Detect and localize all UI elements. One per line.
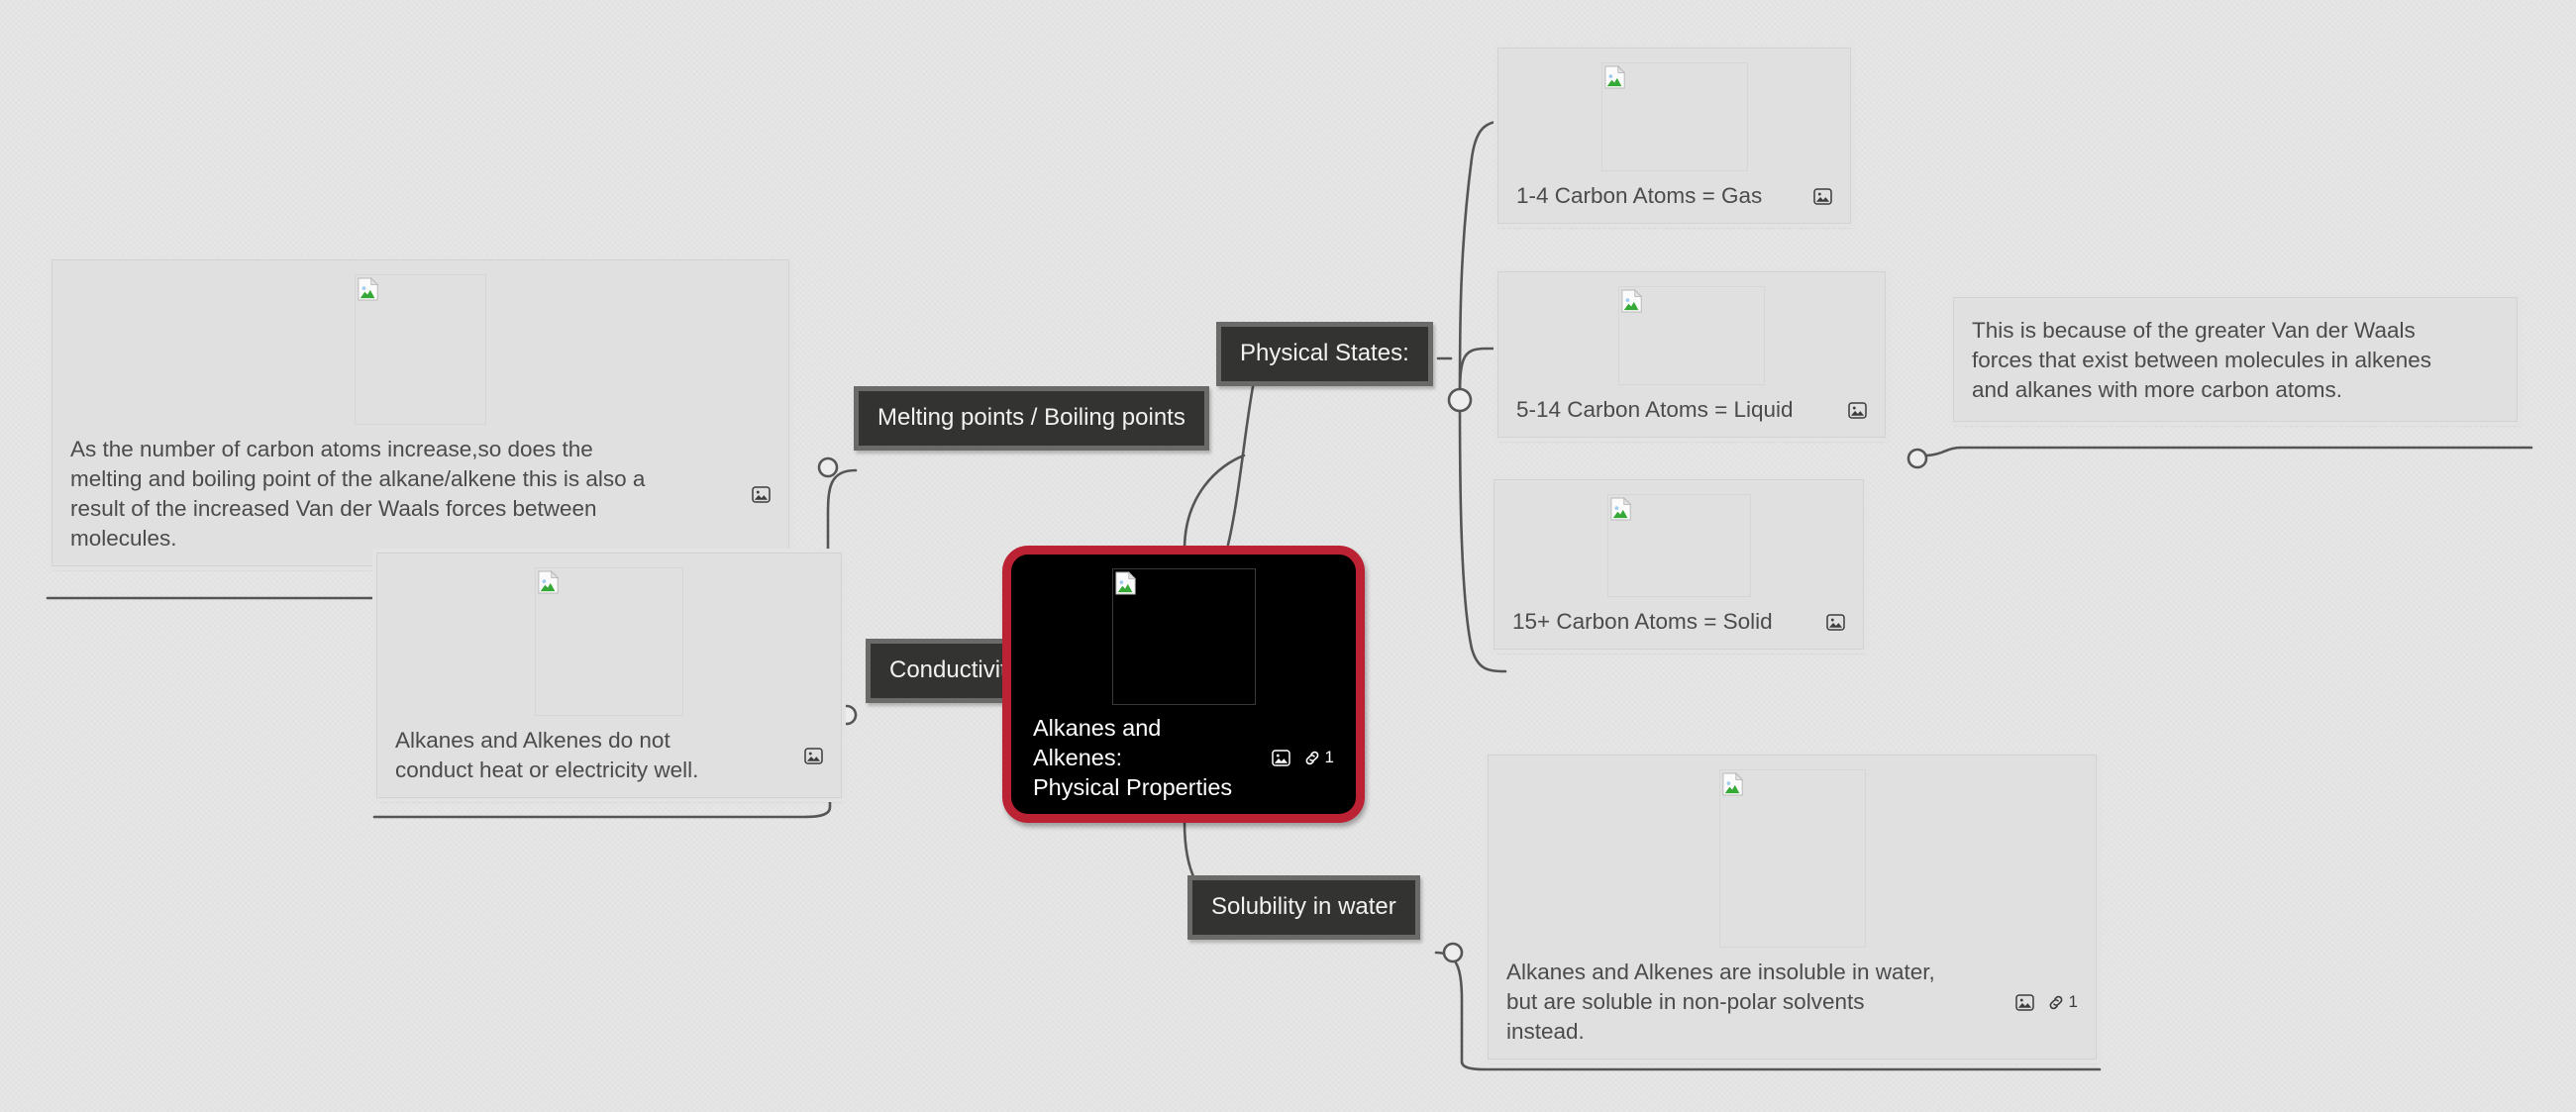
link-icon: [2049, 995, 2062, 1009]
root-content-row: Alkanes and Alkenes: Physical Properties…: [1033, 713, 1334, 802]
image-icon: [752, 485, 771, 503]
collapse-handle-vdw: [1906, 448, 1928, 469]
image-badge[interactable]: [2014, 993, 2034, 1011]
topic-solubility-in-water[interactable]: Solubility in water: [1187, 875, 1420, 940]
broken-image-placeholder: [1718, 769, 1866, 948]
broken-image-icon: [1721, 772, 1743, 796]
broken-image-icon: [1609, 497, 1631, 521]
root-badges: 1: [1271, 748, 1334, 767]
image-icon: [1813, 187, 1832, 205]
link-icon: [1305, 751, 1318, 764]
connector-root-states: [1226, 369, 1258, 547]
broken-image-placeholder: [355, 274, 486, 425]
image-badge[interactable]: [1848, 401, 1867, 419]
topic-label: Physical States:: [1240, 340, 1409, 366]
link-badge[interactable]: 1: [2047, 992, 2078, 1012]
image-icon: [1848, 401, 1867, 419]
image-badge[interactable]: [1826, 613, 1845, 631]
image-badge[interactable]: [1813, 187, 1832, 205]
card-content-row: 15+ Carbon Atoms = Solid: [1512, 607, 1845, 637]
link-count: 1: [2068, 992, 2078, 1011]
link-badge[interactable]: 1: [1303, 748, 1334, 767]
thumbnail-wrap: [1516, 62, 1832, 171]
image-icon: [1826, 613, 1845, 631]
card-state-solid[interactable]: 15+ Carbon Atoms = Solid: [1494, 479, 1864, 650]
root-node[interactable]: Alkanes and Alkenes: Physical Properties…: [1002, 546, 1365, 823]
connector-states-solid: [1458, 394, 1507, 673]
card-melting-note[interactable]: As the number of carbon atoms increase,s…: [52, 259, 789, 566]
card-badges: [804, 747, 823, 764]
root-title: Alkanes and Alkenes: Physical Properties: [1033, 715, 1233, 800]
broken-image-placeholder: [535, 567, 683, 716]
thumbnail-wrap: [1512, 494, 1845, 597]
card-vdw-note[interactable]: This is because of the greater Van der W…: [1953, 297, 2518, 422]
image-icon: [804, 747, 823, 764]
card-text: 15+ Carbon Atoms = Solid: [1512, 609, 1773, 634]
collapse-handle-solubility: [1442, 942, 1464, 963]
card-text: Alkanes and Alkenes do not conduct heat …: [395, 728, 699, 782]
card-content-row: 5-14 Carbon Atoms = Liquid: [1516, 395, 1867, 425]
connector-states-liquid: [1458, 347, 1497, 398]
connector-liquid-vdw: [1923, 446, 2533, 457]
card-content-row: 1-4 Carbon Atoms = Gas: [1516, 181, 1832, 211]
card-content-row: This is because of the greater Van der W…: [1972, 316, 2499, 405]
image-icon: [1271, 749, 1290, 766]
card-state-gas[interactable]: 1-4 Carbon Atoms = Gas: [1497, 48, 1851, 224]
topic-label: Conductivity: [889, 657, 1019, 683]
card-text: As the number of carbon atoms increase,s…: [70, 437, 646, 551]
image-badge[interactable]: [1271, 749, 1290, 766]
card-conductivity-note[interactable]: Alkanes and Alkenes do not conduct heat …: [376, 553, 842, 798]
card-text: 5-14 Carbon Atoms = Liquid: [1516, 397, 1794, 422]
broken-image-placeholder: [1111, 568, 1256, 705]
card-badges: 1: [2014, 992, 2078, 1012]
card-state-liquid[interactable]: 5-14 Carbon Atoms = Liquid: [1497, 271, 1886, 438]
connector-melting-trunk: [826, 468, 858, 576]
topic-label: Melting points / Boiling points: [877, 404, 1185, 431]
broken-image-icon: [358, 277, 379, 301]
image-icon: [2014, 993, 2034, 1011]
broken-image-placeholder: [1606, 494, 1751, 597]
card-text: This is because of the greater Van der W…: [1972, 318, 2431, 402]
card-badges: [752, 485, 771, 503]
card-content-row: Alkanes and Alkenes are insoluble in wat…: [1506, 958, 2078, 1047]
card-content-row: As the number of carbon atoms increase,s…: [70, 435, 771, 554]
card-solubility-note[interactable]: Alkanes and Alkenes are insoluble in wat…: [1488, 755, 2097, 1060]
card-text: Alkanes and Alkenes are insoluble in wat…: [1506, 960, 1935, 1044]
card-badges: [1813, 187, 1832, 205]
broken-image-icon: [538, 570, 560, 594]
broken-image-icon: [1114, 571, 1136, 595]
link-count: 1: [1324, 748, 1334, 766]
collapse-handle-states: [1447, 387, 1473, 413]
connector-root-melting: [1183, 454, 1246, 552]
card-content-row: Alkanes and Alkenes do not conduct heat …: [395, 726, 823, 785]
broken-image-placeholder: [1600, 62, 1748, 171]
collapse-handle-melting: [817, 456, 839, 478]
image-badge[interactable]: [752, 485, 771, 503]
connector-states-gas: [1458, 119, 1507, 398]
thumbnail-wrap: [1516, 286, 1867, 385]
broken-image-placeholder: [1618, 286, 1765, 385]
broken-image-icon: [1603, 65, 1625, 89]
thumbnail-wrap: [70, 274, 771, 425]
thumbnail-wrap: [1506, 769, 2078, 948]
topic-physical-states[interactable]: Physical States:: [1216, 322, 1433, 386]
image-badge[interactable]: [804, 747, 823, 764]
broken-image-icon: [1621, 289, 1643, 313]
card-badges: [1826, 613, 1845, 631]
thumbnail-wrap: [395, 567, 823, 716]
card-badges: [1848, 401, 1867, 419]
topic-melting-points[interactable]: Melting points / Boiling points: [854, 386, 1209, 451]
card-text: 1-4 Carbon Atoms = Gas: [1516, 183, 1763, 208]
topic-label: Solubility in water: [1211, 893, 1396, 920]
